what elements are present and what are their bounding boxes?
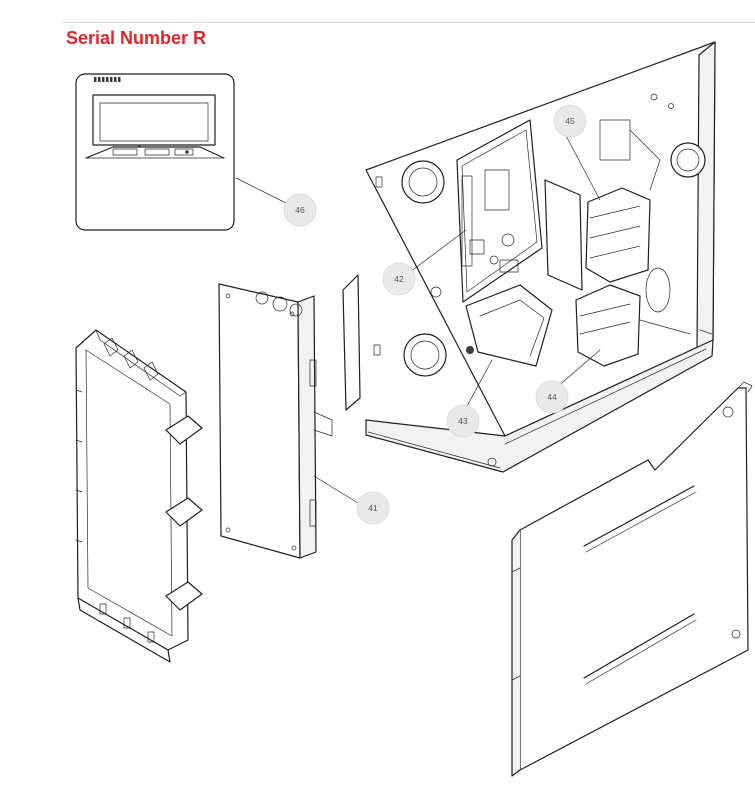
- callout-46: 46: [283, 193, 317, 227]
- leader-line-46: [235, 177, 293, 207]
- svg-text:45: 45: [565, 116, 575, 126]
- callout-44: 44: [535, 380, 569, 414]
- leader-line-42: [409, 229, 467, 273]
- front-cover-bracket-drawing: [75, 329, 203, 663]
- callout-45: 45: [553, 104, 587, 138]
- leader-line-41: [313, 475, 359, 504]
- page-title: Serial Number R: [66, 28, 207, 48]
- side-cover-panel-drawing: [511, 381, 753, 777]
- display-controller-drawing: [75, 73, 235, 231]
- svg-text:43: 43: [458, 416, 468, 426]
- callout-41: 41: [356, 491, 390, 525]
- leader-line-44: [555, 349, 601, 389]
- enclosure-box-drawing: [342, 41, 716, 473]
- svg-text:42: 42: [394, 274, 404, 284]
- top-divider: [62, 22, 755, 23]
- callout-43: 43: [446, 404, 480, 438]
- mounting-plate-drawing: [218, 283, 333, 559]
- leader-line-45: [562, 129, 601, 201]
- svg-text:44: 44: [547, 392, 557, 402]
- leader-line-43: [465, 359, 493, 409]
- callout-42: 42: [382, 262, 416, 296]
- svg-text:41: 41: [368, 503, 378, 513]
- svg-text:46: 46: [295, 205, 305, 215]
